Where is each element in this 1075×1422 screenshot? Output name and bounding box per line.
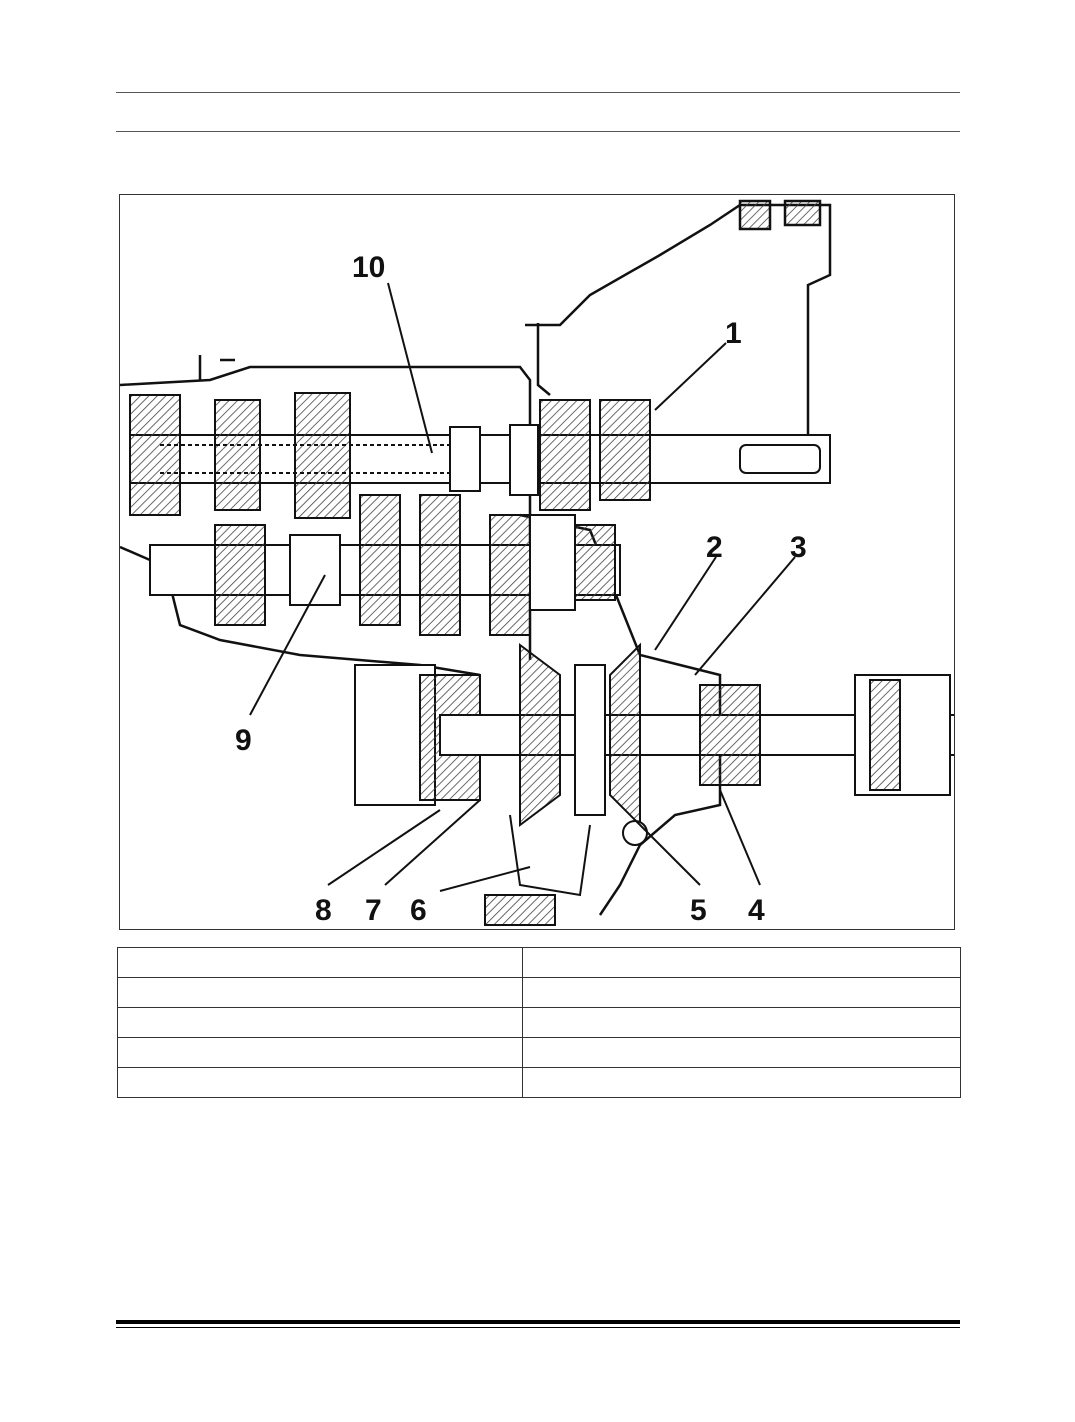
table-row xyxy=(117,947,961,978)
table-row xyxy=(117,977,961,1008)
legend-cell xyxy=(522,1037,961,1068)
callout-8: 8 xyxy=(315,894,332,927)
callout-4: 4 xyxy=(748,894,765,927)
callout-1: 1 xyxy=(725,317,742,350)
gearbox-cross-section-figure: 10 1 2 3 9 8 7 6 5 4 xyxy=(119,194,955,930)
callout-2: 2 xyxy=(706,531,723,564)
callout-5: 5 xyxy=(690,894,707,927)
legend-table xyxy=(117,947,961,1098)
callout-7: 7 xyxy=(365,894,382,927)
output-shaft xyxy=(149,494,621,636)
legend-cell xyxy=(522,947,961,978)
legend-cell xyxy=(522,977,961,1008)
clutch-housing xyxy=(525,199,832,475)
callout-3: 3 xyxy=(790,531,807,564)
table-row xyxy=(117,1067,961,1098)
legend-cell xyxy=(522,1007,961,1038)
header-rule-bottom xyxy=(116,131,960,132)
legend-cell xyxy=(117,1007,523,1038)
legend-cell xyxy=(117,977,523,1008)
legend-cell xyxy=(117,1067,523,1098)
table-row xyxy=(117,1007,961,1038)
footer-rule-thick xyxy=(116,1320,960,1324)
legend-cell xyxy=(522,1067,961,1098)
callout-6: 6 xyxy=(410,894,427,927)
input-shaft xyxy=(129,392,831,519)
callout-10: 10 xyxy=(352,251,385,284)
table-row xyxy=(117,1037,961,1068)
gearbox-drawing: 10 1 2 3 9 8 7 6 5 4 xyxy=(120,199,954,927)
header-rule-top xyxy=(116,92,960,93)
legend-cell xyxy=(117,1037,523,1068)
leader-lines xyxy=(249,282,796,892)
callout-labels: 10 1 2 3 9 8 7 6 5 4 xyxy=(235,251,807,927)
legend-cell xyxy=(117,947,523,978)
footer-rule-thin xyxy=(116,1327,960,1328)
callout-9: 9 xyxy=(235,724,252,757)
differential xyxy=(354,642,954,926)
